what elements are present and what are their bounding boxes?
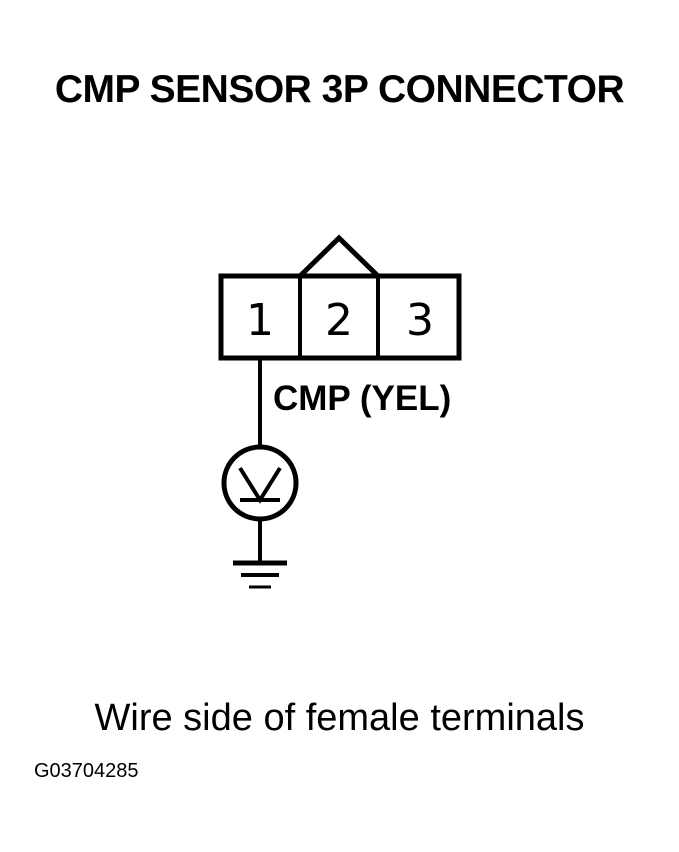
diagram-title: CMP SENSOR 3P CONNECTOR (54, 68, 625, 111)
wire-label: CMP (YEL) (273, 379, 451, 418)
voltmeter-icon (221, 444, 299, 522)
pin-2-label: 2 (325, 295, 353, 346)
ground-icon (233, 560, 287, 589)
connector-lock-tab (298, 234, 380, 278)
pin-1-label: 1 (246, 295, 274, 346)
figure-id: G03704285 (34, 760, 139, 782)
pin-3-label: 3 (406, 295, 434, 346)
diagram-caption: Wire side of female terminals (94, 697, 585, 739)
connector-body (218, 273, 462, 361)
